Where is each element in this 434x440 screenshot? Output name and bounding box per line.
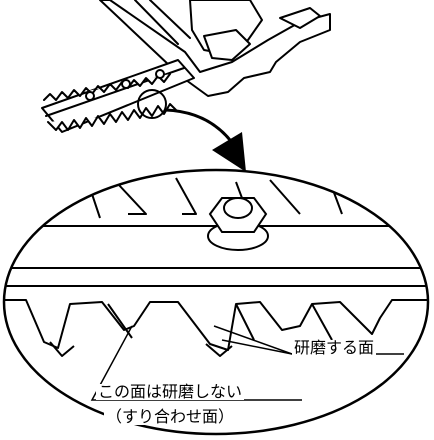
do-not-sharpen-note: （すり合わせ面） xyxy=(104,407,237,426)
hedge-trimmer-illustration xyxy=(41,0,331,133)
detail-ellipse xyxy=(2,168,430,436)
magnify-arrow xyxy=(165,108,246,172)
do-not-sharpen-label: この面は研磨しない xyxy=(96,382,245,401)
bolt-icon xyxy=(207,197,269,251)
sharpen-surface-label: 研磨する面 xyxy=(292,338,377,357)
